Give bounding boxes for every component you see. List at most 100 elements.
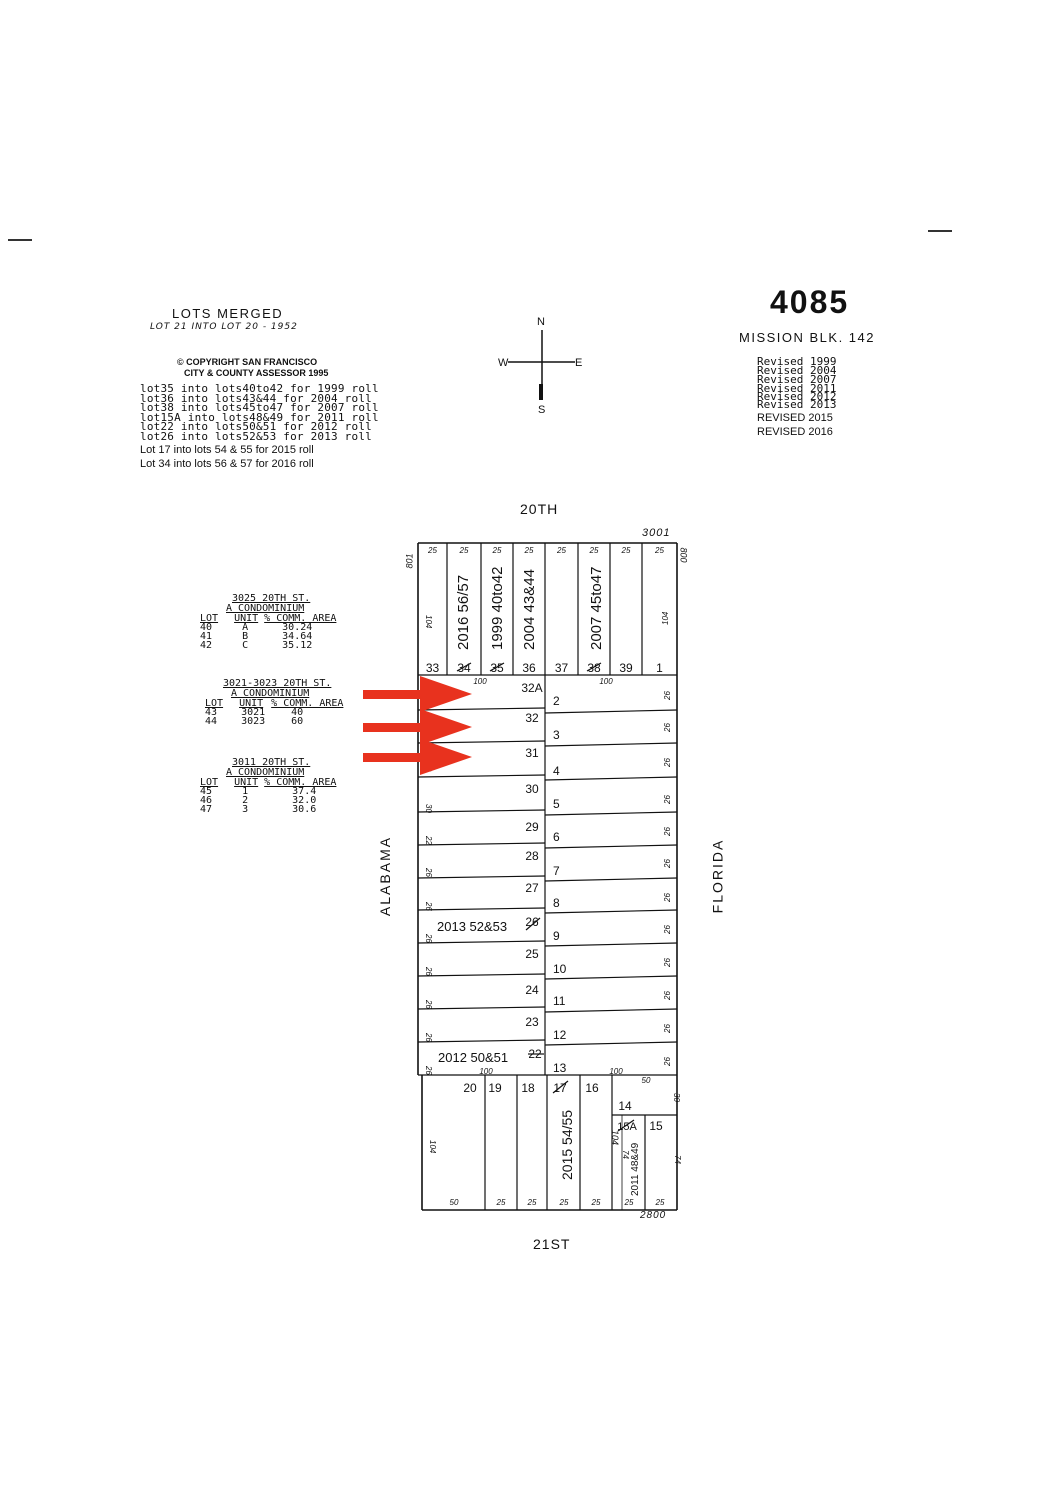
cell: 30.24 — [282, 622, 313, 633]
roll-notes: lot35 into lots40to42 for 1999 roll lot3… — [140, 383, 379, 471]
east-frontage-label: 26 — [663, 991, 672, 1001]
top-lot-number: 38 — [587, 661, 601, 675]
condo-title: 3011 20TH ST. — [232, 757, 311, 768]
red-arrow — [363, 676, 472, 712]
east-lot-line — [544, 811, 678, 816]
west-frontage-label: 26 — [424, 1065, 433, 1075]
west-lot-label-2012: 2012 50&51 — [438, 1050, 508, 1065]
cell: 3023 — [241, 716, 266, 727]
revision-item: REVISED 2015 — [757, 412, 833, 424]
east-lot-line — [544, 1041, 678, 1046]
bottom-frontage-label: 25 — [624, 1198, 634, 1207]
col-header: % COMM. AREA — [264, 613, 337, 624]
east-lot-line — [544, 844, 678, 849]
depth-label: 104 — [610, 1130, 620, 1145]
west-frontage-label: 22 — [424, 835, 433, 845]
addr-3001: 3001 — [642, 527, 671, 539]
lot-strike-mark — [489, 662, 505, 672]
top-lot-number: 37 — [555, 661, 569, 675]
lot-strike-mark — [586, 662, 602, 672]
revision-item: REVISED 2016 — [757, 426, 833, 438]
top-lot-number: 39 — [619, 661, 633, 675]
corner-mark-left — [8, 239, 32, 241]
cell: 37.4 — [292, 786, 317, 797]
copyright-line2: CITY & COUNTY ASSESSOR 1995 — [184, 368, 329, 378]
west-lot-line — [417, 740, 546, 744]
bottom-frontage-label: 25 — [655, 1198, 665, 1207]
depth-label-west: 104 — [424, 615, 433, 629]
red-arrow — [363, 739, 472, 775]
lot-strike-mark — [617, 1119, 635, 1132]
east-lot-number: 13 — [553, 1061, 567, 1075]
cell: 30.6 — [292, 804, 317, 815]
bottom-lot-number: 16 — [585, 1081, 599, 1095]
compass-rose: N S E W — [498, 316, 582, 416]
top-frontage-label: 25 — [524, 546, 534, 555]
top-frontage-label: 25 — [459, 546, 469, 555]
depth-100: 100 — [599, 677, 613, 686]
east-lot-line — [544, 909, 678, 914]
west-lot-number: 31 — [525, 746, 539, 760]
roll-note: lot38 into lots45to47 for 2007 roll — [140, 401, 379, 415]
bottom-lot-number: 17 — [553, 1081, 567, 1095]
east-lot-number: 10 — [553, 962, 567, 976]
west-lot-number: 25 — [525, 947, 539, 961]
east-frontage-label: 26 — [663, 723, 672, 733]
west-lot-number: 23 — [525, 1015, 539, 1029]
bottom-frontage-label: 25 — [591, 1198, 601, 1207]
east-frontage-label: 26 — [663, 958, 672, 968]
lot-strike-mark — [552, 1080, 569, 1094]
condo-subtitle: A CONDOMINIUM — [231, 688, 310, 699]
top-frontage-label: 25 — [556, 546, 566, 555]
roll-note: Lot 34 into lots 56 & 57 for 2016 roll — [140, 457, 314, 470]
bottom-frontage-label: 50 — [450, 1198, 459, 1207]
west-frontage-label: 26 — [424, 901, 433, 911]
east-frontage-label: 26 — [663, 758, 672, 768]
col-header: LOT — [205, 698, 224, 709]
west-lot-number: 30 — [525, 782, 539, 796]
revision-item: Revised 2012 — [757, 390, 837, 403]
west-lot-line — [417, 973, 546, 977]
col-header: UNIT — [239, 698, 264, 709]
cell: 3 — [242, 804, 249, 815]
cell: 2 — [242, 795, 249, 806]
west-lot-line — [417, 809, 546, 813]
east-frontage-label: 26 — [663, 859, 672, 869]
compass-n: N — [537, 316, 545, 328]
west-frontage-label: 26 — [424, 867, 433, 877]
top-frontage-label: 25 — [492, 546, 502, 555]
cell: 46 — [200, 795, 213, 806]
west-lot-line — [417, 1039, 546, 1043]
east-lot-number: 3 — [553, 728, 560, 742]
top-lot-number: 34 — [457, 661, 471, 675]
bottom-frontage-label: 25 — [496, 1198, 506, 1207]
copyright-line1: © COPYRIGHT SAN FRANCISCO — [177, 357, 318, 367]
east-lot-line — [544, 709, 678, 714]
bottom-lot-number: 18 — [521, 1081, 535, 1095]
roll-note: Lot 17 into lots 54 & 55 for 2015 roll — [140, 443, 314, 456]
west-frontage-label: 26 — [424, 966, 433, 976]
condo-subtitle: A CONDOMINIUM — [226, 767, 305, 778]
west-lot-number: 32 — [525, 711, 539, 725]
east-lot-line — [544, 742, 678, 747]
east-lot-number: 11 — [553, 994, 566, 1008]
col-header: LOT — [200, 613, 219, 624]
depth-label: 74 — [621, 1150, 630, 1159]
col-header: UNIT — [234, 777, 259, 788]
vertical-lot-label: 2015 54/55 — [559, 1110, 575, 1180]
street-label-20th: 20TH — [520, 501, 559, 517]
condo-subtitle: A CONDOMINIUM — [226, 603, 305, 614]
col-header: % COMM. AREA — [271, 698, 344, 709]
vertical-lot-label: 2007 45to47 — [588, 567, 605, 650]
vertical-lot-label: 2004 43&44 — [521, 569, 538, 650]
bottom-lot-number: 20 — [463, 1081, 477, 1095]
west-lot-number: 28 — [525, 849, 539, 863]
col-header: % COMM. AREA — [264, 777, 337, 788]
roll-note: lot36 into lots43&44 for 2004 roll — [140, 391, 372, 405]
bottom-lot-number: 14 — [618, 1099, 632, 1113]
west-frontage-label: 26 — [424, 1032, 433, 1042]
